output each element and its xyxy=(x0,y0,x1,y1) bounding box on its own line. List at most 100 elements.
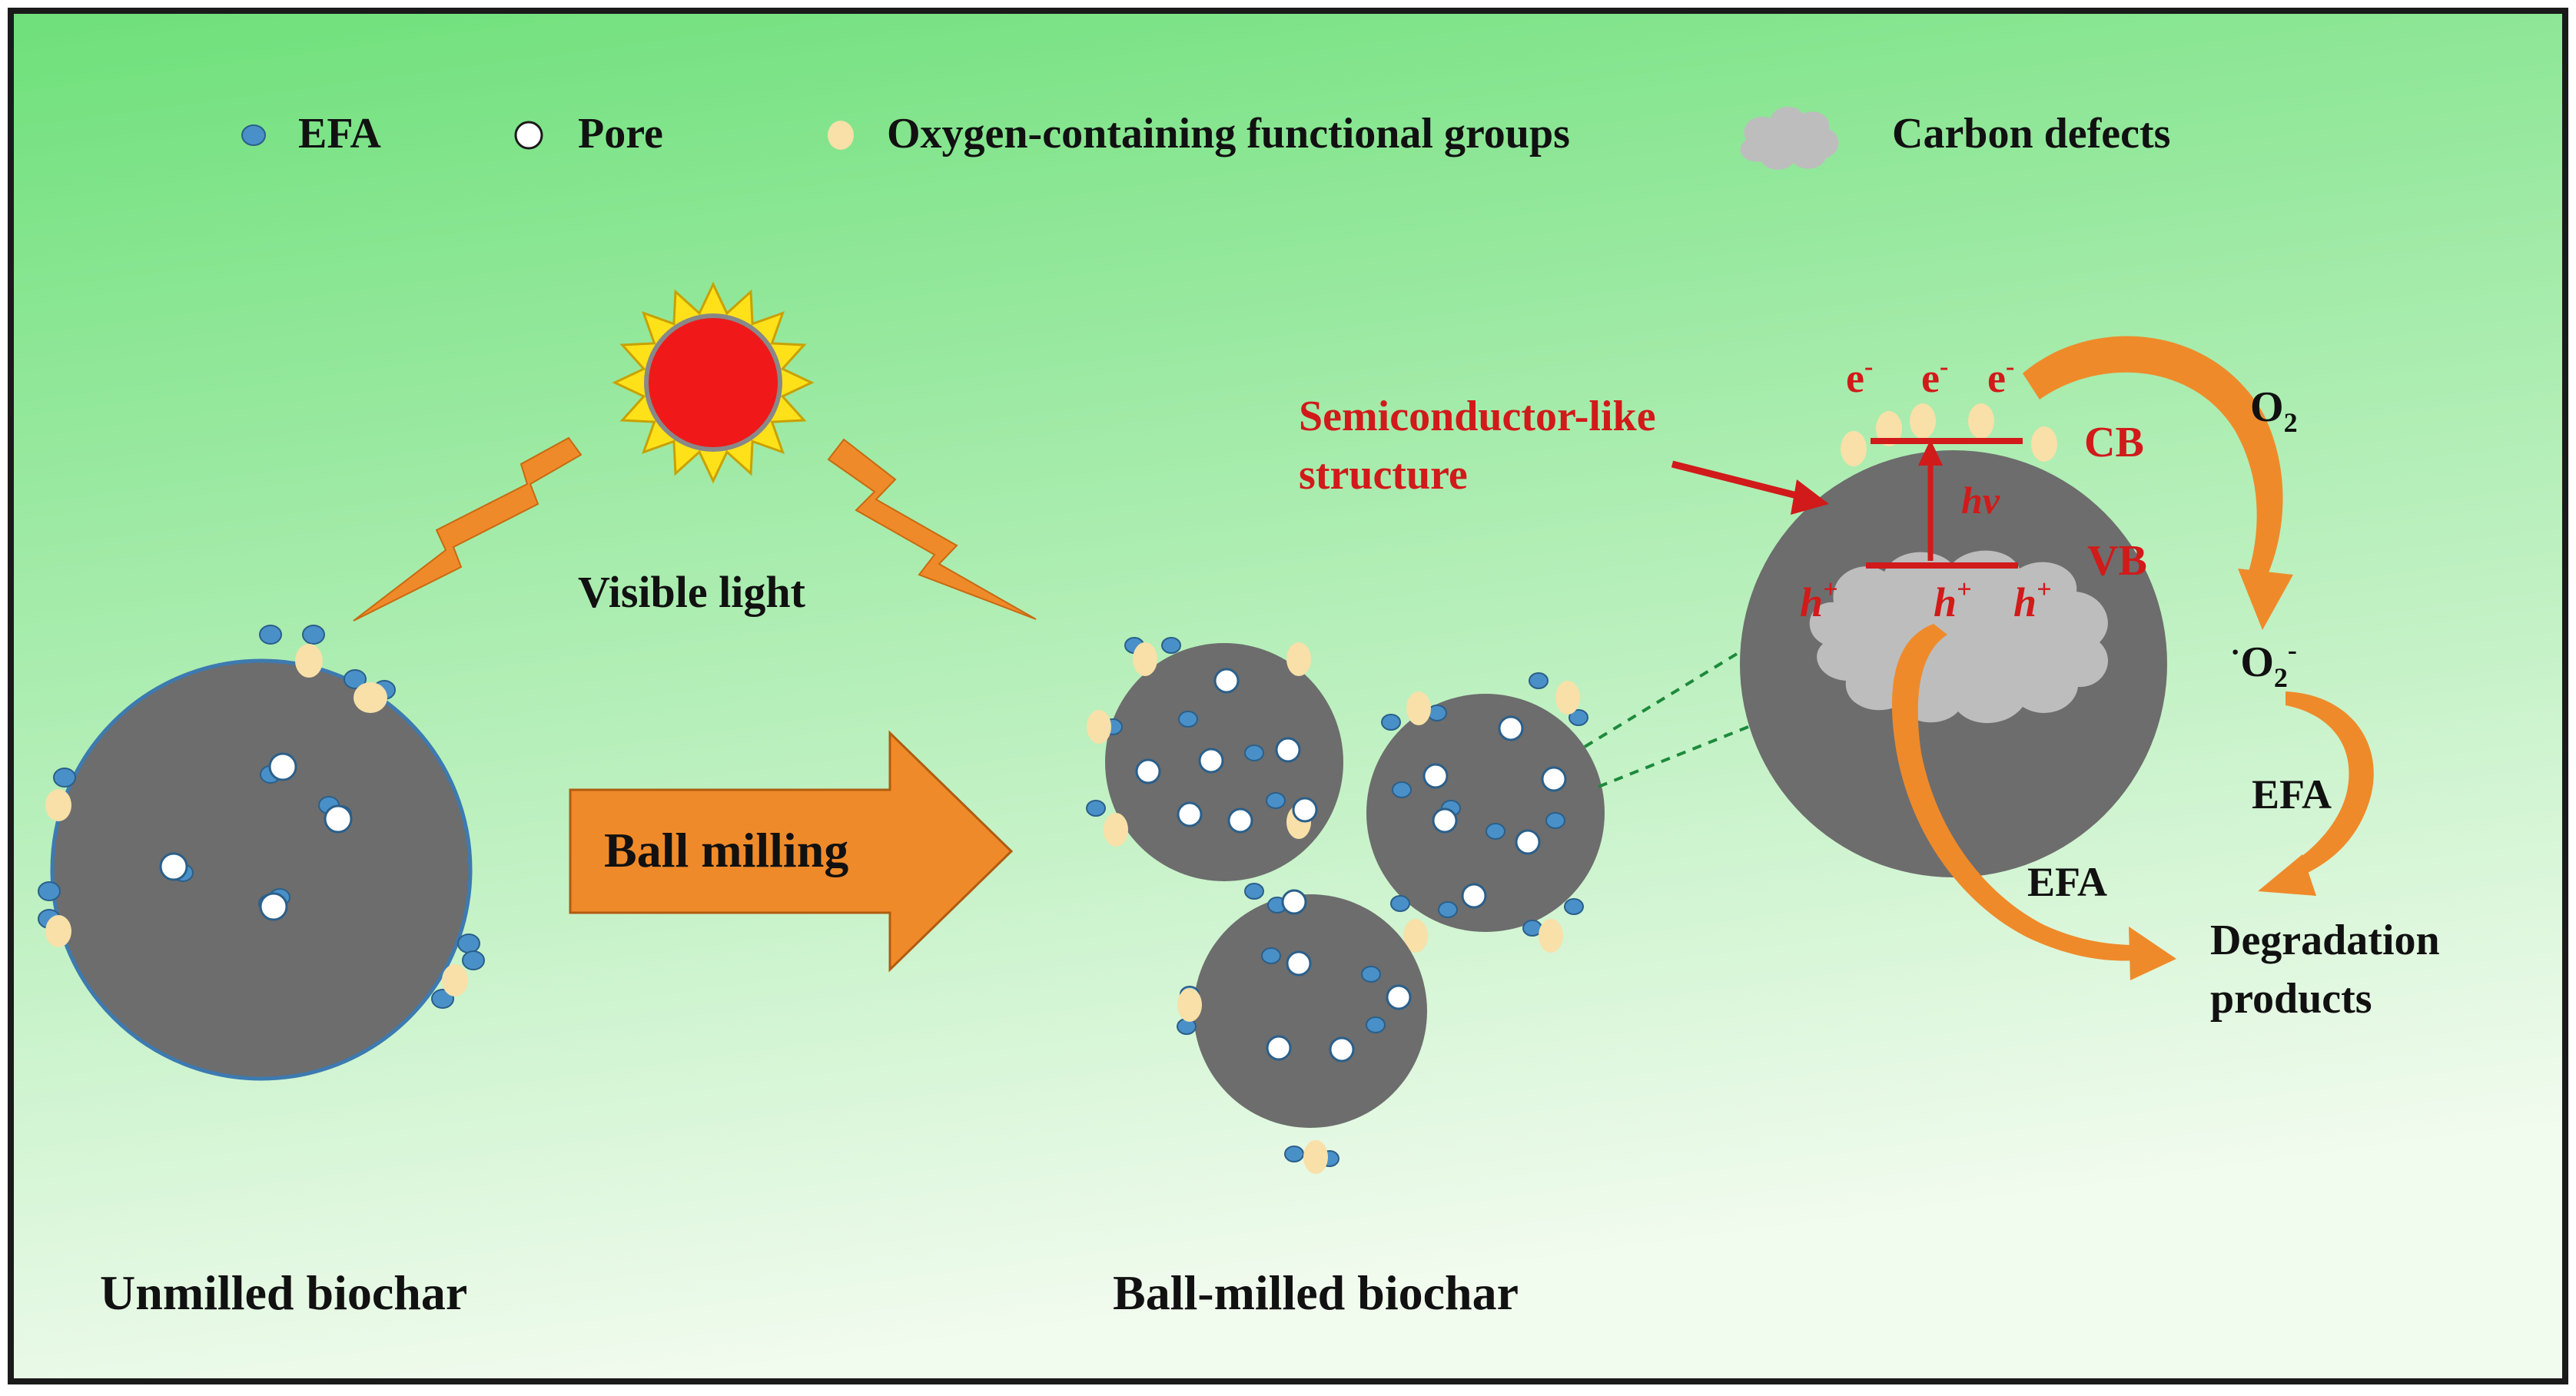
semiconductor-label-line1: Semiconductor-like xyxy=(1299,393,1656,440)
pore xyxy=(1329,1036,1355,1063)
efa-molecule xyxy=(1569,709,1588,726)
legend-pore-swatch xyxy=(514,121,543,150)
oxygen-functional-group xyxy=(1555,681,1580,715)
pore xyxy=(268,752,297,781)
ball-milling-arrow xyxy=(569,730,1014,973)
oxygen-functional-group xyxy=(1910,403,1936,439)
oxygen-functional-group xyxy=(1968,403,1994,439)
efa-molecule xyxy=(38,881,61,901)
pore xyxy=(1266,1035,1292,1061)
efa-lower-label: EFA xyxy=(2027,859,2107,905)
efa-molecule xyxy=(431,989,454,1009)
cb-label: CB xyxy=(2084,419,2144,466)
pore xyxy=(1135,758,1161,784)
oxygen-functional-group xyxy=(1286,642,1311,676)
sun-icon xyxy=(612,281,815,484)
efa-molecule xyxy=(1438,901,1458,918)
oxygen-functional-group xyxy=(1841,431,1867,466)
efa-molecule xyxy=(1178,711,1198,728)
hole-oxidation-arrowhead xyxy=(2129,927,2176,980)
electron-label-1: e- xyxy=(1846,353,1873,401)
pore xyxy=(324,804,353,834)
oxygen-functional-group xyxy=(1104,813,1128,847)
efa-molecule xyxy=(1545,812,1565,829)
degradation-products-line2: products xyxy=(2210,975,2372,1023)
hole-label-3: h+ xyxy=(2013,575,2051,625)
efa-oxidation-arrow-right xyxy=(2286,691,2374,877)
pore xyxy=(1515,829,1541,855)
legend-oxygen-group-label: Oxygen-containing functional groups xyxy=(887,110,1570,158)
oxygen-functional-group xyxy=(1177,988,1202,1022)
efa-molecule xyxy=(1086,800,1106,817)
sun-core xyxy=(644,313,782,452)
hv-label: hv xyxy=(1961,479,2000,522)
legend-oxygen-group-swatch xyxy=(828,121,854,150)
efa-molecule xyxy=(1390,895,1410,912)
unmilled-biochar-label: Unmilled biochar xyxy=(100,1265,467,1320)
pore xyxy=(1422,763,1449,789)
ball-milled-biochar-label: Ball-milled biochar xyxy=(1113,1265,1519,1320)
pore xyxy=(1275,737,1301,763)
efa-molecule xyxy=(1361,966,1381,983)
o2-label: O2 xyxy=(2250,383,2298,438)
ball-milled-particle-2 xyxy=(1366,672,1605,953)
ball-milled-particle-1 xyxy=(1086,637,1343,881)
unmilled-biochar-particle xyxy=(38,625,485,1081)
efa-molecule xyxy=(259,625,282,645)
efa-molecule xyxy=(1486,823,1505,840)
efa-oxidation-arrowhead-right xyxy=(2258,854,2316,896)
pore xyxy=(159,852,188,881)
legend-pore-label: Pore xyxy=(578,110,663,158)
oxygen-functional-group xyxy=(354,682,387,713)
oxygen-functional-group xyxy=(2031,426,2057,462)
pore xyxy=(259,892,288,921)
oxygen-functional-group xyxy=(1539,919,1563,953)
excitation-arrowhead xyxy=(1918,439,1943,466)
efa-molecule xyxy=(302,625,325,645)
pore xyxy=(1213,668,1240,694)
efa-molecule xyxy=(1261,947,1281,964)
efa-molecule xyxy=(1244,883,1264,900)
efa-molecule xyxy=(1564,898,1584,915)
oxygen-functional-group xyxy=(1133,642,1157,676)
oxygen-functional-group xyxy=(1403,919,1428,953)
efa-molecule xyxy=(1381,714,1401,731)
efa-molecule xyxy=(1284,1146,1304,1162)
hole-oxidation-arrow xyxy=(1891,624,2136,961)
pore xyxy=(1286,950,1312,977)
efa-right-label: EFA xyxy=(2252,771,2332,817)
efa-molecule xyxy=(1529,672,1549,689)
pore xyxy=(1432,807,1458,834)
efa-molecule xyxy=(457,933,480,953)
oxygen-functional-group xyxy=(1406,691,1431,725)
pore xyxy=(1386,984,1412,1010)
efa-molecule xyxy=(1244,744,1264,761)
semiconductor-pointer-shaft xyxy=(1671,460,1808,502)
pore xyxy=(1177,801,1203,827)
vb-label: VB xyxy=(2087,537,2147,585)
lightning-bolt-right-icon xyxy=(827,438,1037,620)
legend: EFA Pore Oxygen-containing functional gr… xyxy=(241,106,2170,170)
oxygen-functional-group xyxy=(45,915,71,947)
electron-label-2: e- xyxy=(1921,353,1948,401)
oxygen-functional-group xyxy=(295,644,323,678)
efa-molecule xyxy=(1366,1016,1386,1033)
lightning-bolt-left-icon xyxy=(353,436,583,622)
pore xyxy=(1541,766,1567,792)
legend-carbon-defect-label: Carbon defects xyxy=(1892,110,2170,158)
oxygen-functional-group xyxy=(442,964,468,996)
electron-label-3: e- xyxy=(1987,353,2014,401)
legend-carbon-defect-swatch xyxy=(1740,106,1839,170)
pore xyxy=(1227,807,1253,834)
efa-molecule xyxy=(1266,792,1286,809)
electron-transfer-arrow xyxy=(2023,336,2283,576)
efa-molecule xyxy=(1392,781,1412,798)
efa-molecule xyxy=(53,768,76,788)
oxygen-functional-group xyxy=(1087,710,1111,744)
pore xyxy=(1198,748,1224,774)
semiconductor-particle xyxy=(1740,403,2167,877)
degradation-products-line1: Degradation xyxy=(2210,917,2440,964)
legend-efa-swatch xyxy=(241,124,266,146)
carbon-defect-cloud xyxy=(1809,550,2108,724)
